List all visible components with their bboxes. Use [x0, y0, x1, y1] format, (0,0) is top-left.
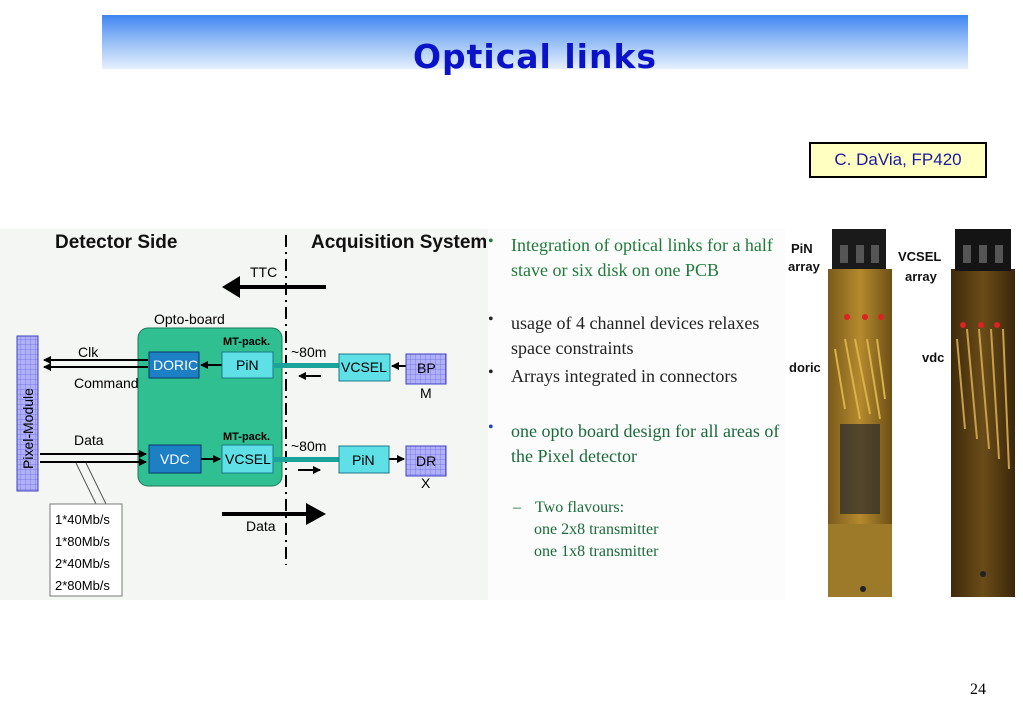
title-bar: Optical links [102, 15, 968, 76]
bottom-area-left [828, 524, 892, 597]
mount-hole-right [980, 571, 986, 577]
drx-label-1: DR [416, 453, 436, 469]
doric-chip [148, 351, 200, 379]
bpm-label-2: M [420, 385, 432, 401]
drx-chip [405, 445, 447, 477]
sub-bullet-dash: – [513, 499, 521, 516]
opto-board-photos: PiN array VCSEL array doric vdc [785, 229, 1023, 600]
vcsel-chip-right [338, 353, 391, 382]
traces-left [834, 338, 886, 420]
bullet-dot: • [488, 311, 494, 328]
bpm-chip [405, 353, 447, 385]
bullet-dot: • [488, 364, 494, 381]
vdc-chip [148, 444, 202, 474]
photo-label-pin-2: array [788, 259, 821, 274]
led-right-1 [960, 322, 966, 328]
clk-label: Clk [78, 344, 99, 360]
rate-1: 1*40Mb/s [55, 512, 110, 527]
bullet-text: one opto board design for all areas of t… [511, 421, 780, 466]
connector-hole-right-1 [963, 245, 971, 263]
mt-pack-label-1: MT-pack. [223, 336, 270, 348]
rates-box [49, 503, 123, 597]
traces-right [956, 328, 1010, 470]
sub-bullet-line-1: Two flavours: [535, 499, 625, 516]
connector-hole-right-2 [979, 245, 987, 263]
connector-hole-left-2 [856, 245, 864, 263]
rate-4: 2*80Mb/s [55, 578, 110, 593]
data-arrowhead-bottom [306, 503, 326, 525]
led-right-3 [994, 322, 1000, 328]
led-left-1 [844, 314, 850, 320]
rate-2: 1*80Mb/s [55, 534, 110, 549]
pin-chip-right [338, 445, 390, 474]
fiber-length-bottom: ~80m [291, 438, 326, 454]
data-label-bottom: Data [246, 518, 276, 534]
photo-label-vdc: vdc [922, 350, 944, 365]
pin-label-right: PiN [352, 452, 375, 468]
bullet-list: • Integration of optical links for a hal… [488, 229, 788, 600]
rate-3: 2*40Mb/s [55, 556, 110, 571]
board-photo-right [951, 269, 1015, 597]
bullet-text: usage of 4 channel devices relaxes space… [511, 313, 760, 358]
detector-side-label: Detector Side [55, 232, 177, 253]
slide-title: Optical links [412, 37, 658, 76]
bullet-text: Integration of optical links for a half … [511, 235, 773, 280]
ttc-arrowhead [222, 276, 240, 298]
vdc-label: VDC [160, 451, 190, 467]
photo-label-doric: doric [789, 360, 821, 375]
mount-hole-left [860, 586, 866, 592]
pin-label-top: PiN [236, 357, 259, 373]
bullet-dot: • [488, 233, 494, 250]
chip-area-left [840, 424, 880, 514]
fiber-top [273, 363, 339, 368]
led-left-3 [878, 314, 884, 320]
connector-hole-left-3 [871, 245, 879, 263]
sub-bullet-line-2: one 2x8 transmitter [534, 521, 659, 538]
command-label: Command [74, 375, 139, 391]
data-label-left: Data [74, 432, 104, 448]
pixel-module-label: Pixel-Module [20, 388, 36, 469]
fiber-length-top: ~80m [291, 344, 326, 360]
fiber-bottom [273, 457, 339, 462]
ttc-label: TTC [250, 264, 277, 280]
vcsel-label-bottom: VCSEL [225, 451, 271, 467]
acquisition-system-label: Acquisition System [311, 232, 486, 253]
bullet-dot: • [488, 419, 494, 436]
connector-hole-right-3 [995, 245, 1003, 263]
photo-label-vcsel-1: VCSEL [898, 249, 941, 264]
doric-label: DORIC [153, 357, 198, 373]
photo-label-vcsel-2: array [905, 269, 938, 284]
vcsel-chip-bottom [221, 444, 274, 474]
mt-pack-label-2: MT-pack. [223, 431, 270, 443]
sub-bullet-line-3: one 1x8 transmitter [534, 543, 659, 560]
bpm-label-1: BP [417, 360, 436, 376]
bullet-text: Arrays integrated in connectors [511, 366, 738, 386]
pin-chip-top [221, 351, 274, 379]
connector-hole-left-1 [840, 245, 848, 263]
led-left-2 [862, 314, 868, 320]
credit-box: C. DaVia, FP420 [809, 142, 987, 178]
photo-label-pin-1: PiN [791, 241, 813, 256]
drx-label-2: X [421, 475, 431, 491]
opto-board-label: Opto-board [154, 311, 225, 327]
led-right-2 [978, 322, 984, 328]
optical-link-diagram: Detector Side Acquisition System TTC Opt… [16, 232, 486, 597]
page-number: 24 [970, 681, 986, 698]
sub-bullet: – Two flavours: one 2x8 transmitter one … [513, 497, 773, 563]
vcsel-label-right: VCSEL [341, 359, 387, 375]
pixel-module [16, 335, 39, 492]
rates-callout [75, 462, 107, 505]
